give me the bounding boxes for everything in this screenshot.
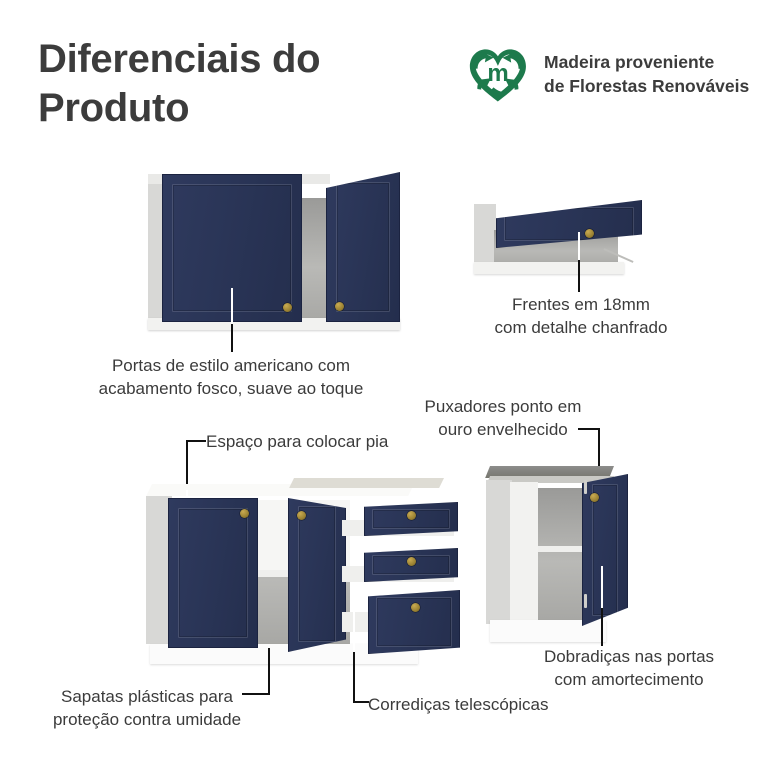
drawer-bottom xyxy=(368,590,460,654)
leader-line xyxy=(186,440,206,442)
drawer-top xyxy=(364,502,458,536)
leader-line xyxy=(601,608,603,646)
wall-cabinet-right-door-open xyxy=(326,172,400,322)
caption-corredicas: Corrediças telescópicas xyxy=(368,695,549,714)
base-cabinet-middle-door-open xyxy=(288,498,346,652)
leader-line xyxy=(242,693,270,695)
base-cabinet-door-open xyxy=(582,474,628,626)
base-cabinet-left-door xyxy=(168,498,258,648)
caption-sapatas: Sapatas plásticas para proteção contra u… xyxy=(52,687,242,729)
leader-line xyxy=(578,260,580,292)
wall-cabinet-two-doors-figure xyxy=(148,170,400,330)
door-knob-icon xyxy=(283,303,292,312)
door-knob-icon xyxy=(335,302,344,311)
caption-puxadores: Puxadores ponto em ouro envelhecido xyxy=(424,397,582,439)
drawer-middle xyxy=(364,548,458,582)
flip-up-door xyxy=(496,200,642,248)
leader-line xyxy=(231,324,233,352)
caption-espaco-pia: Espaço para colocar pia xyxy=(206,432,389,451)
leader-line xyxy=(268,648,270,694)
drawer-knob-icon xyxy=(407,511,416,520)
door-knob-icon xyxy=(585,229,594,238)
drawer-knob-icon xyxy=(411,603,420,612)
leader-line-white xyxy=(353,608,355,652)
leader-line xyxy=(598,428,600,486)
leader-line-white xyxy=(186,490,188,498)
leader-line-white xyxy=(231,288,233,324)
base-cabinet-drawers-figure xyxy=(146,478,460,666)
recycling-heart-m-logo-icon: m xyxy=(466,44,530,106)
page-title: Diferenciais do Produto xyxy=(38,37,321,130)
sustainable-wood-badge: m Madeira proveniente de Florestas Renov… xyxy=(466,44,749,106)
leader-line xyxy=(186,440,188,490)
caption-dobradicas: Dobradiças nas portas com amortecimento xyxy=(543,647,715,689)
flip-up-wall-cabinet-figure xyxy=(474,200,646,282)
leader-line xyxy=(353,652,355,702)
leader-line xyxy=(578,428,600,430)
hinge-bottom-icon xyxy=(584,594,587,608)
drawer-knob-icon xyxy=(407,557,416,566)
hinge-top-icon xyxy=(584,480,587,494)
caption-frentes-18mm: Frentes em 18mm com detalhe chanfrado xyxy=(494,295,668,337)
door-knob-icon xyxy=(297,511,306,520)
caption-portas-americano: Portas de estilo americano com acabament… xyxy=(98,356,364,398)
base-cabinet-open-door-figure xyxy=(484,452,644,654)
leader-line xyxy=(353,701,369,703)
svg-text:m: m xyxy=(487,60,508,87)
leader-line-white xyxy=(578,232,580,260)
door-knob-icon xyxy=(590,493,599,502)
leader-line-white xyxy=(601,566,603,608)
badge-label: Madeira proveniente de Florestas Renováv… xyxy=(544,52,750,96)
door-knob-icon xyxy=(240,509,249,518)
